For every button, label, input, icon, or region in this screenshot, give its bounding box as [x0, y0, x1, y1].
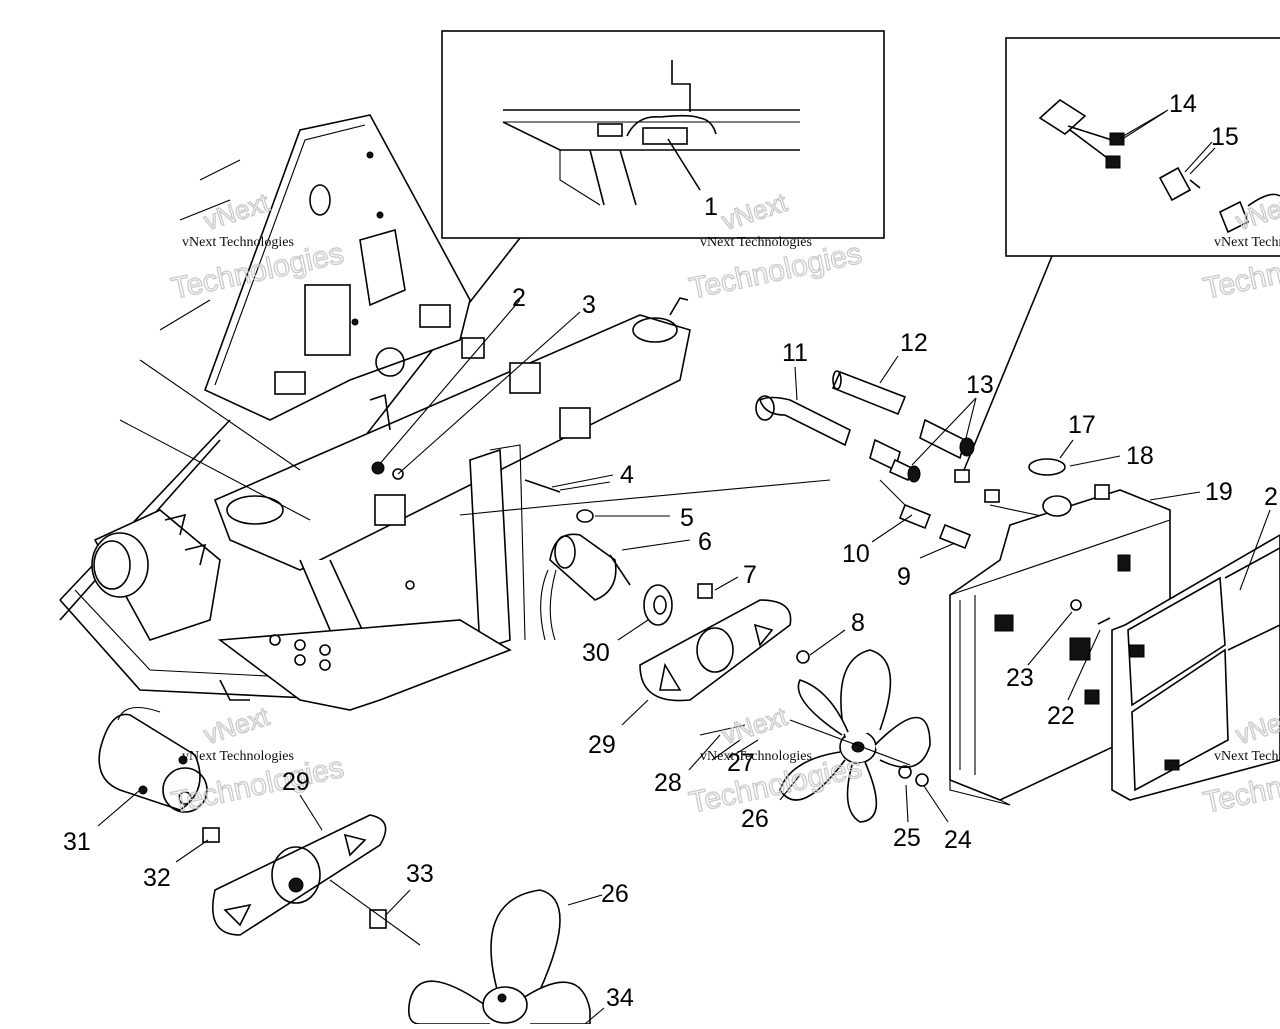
watermark-label-2: vNext Technologies: [700, 235, 812, 250]
watermark-vnext-2: vNext: [718, 187, 791, 236]
part-label-3: 3: [582, 291, 596, 319]
part-label-4: 4: [620, 461, 634, 489]
part-label-11: 11: [782, 339, 808, 367]
leader-lines: [97, 109, 1271, 1025]
part-label-2: 2: [512, 284, 526, 312]
part-label-19: 19: [1205, 478, 1233, 506]
watermark-label-5: vNext Technologies: [700, 749, 812, 764]
part-label-15: 15: [1211, 123, 1239, 151]
part-label-17: 17: [1068, 411, 1096, 439]
part-label-31: 31: [63, 828, 91, 856]
part-label-34: 34: [606, 984, 634, 1012]
part-label-6: 6: [698, 528, 712, 556]
part-label-29: 29: [588, 731, 616, 759]
part-label-5: 5: [680, 504, 694, 532]
watermark-label-3: vNext Technologies: [1214, 235, 1280, 250]
fan-blade-lower: [407, 889, 591, 1025]
part-label-1: 1: [704, 193, 718, 221]
fan-assembly: [524, 479, 931, 823]
part-label-10: 10: [842, 540, 870, 568]
part-label-7: 7: [743, 561, 757, 589]
part-label-22: 22: [1047, 702, 1075, 730]
part-label-24: 24: [944, 826, 972, 854]
part-label-18: 18: [1126, 442, 1154, 470]
hose-assembly: [755, 370, 1061, 550]
part-label-13: 13: [966, 371, 994, 399]
part-label-27: 27: [727, 749, 755, 777]
watermark-vnext-3: vNext: [1232, 187, 1280, 236]
grille-screen: [1111, 534, 1280, 801]
watermark-label-1: vNext Technologies: [182, 235, 294, 250]
part-label-28: 28: [654, 769, 682, 797]
watermark-vnext-5: vNext: [718, 701, 791, 750]
part-label-8: 8: [851, 609, 865, 637]
part-label-33: 33: [406, 860, 434, 888]
inset-detail-2: [963, 37, 1280, 471]
watermark-vnext-1: vNext: [200, 187, 273, 236]
part-label-30: 30: [582, 639, 610, 667]
part-label-2-partial: 2: [1264, 483, 1278, 511]
watermark-label-4: vNext Technologies: [182, 749, 294, 764]
watermark-vnext-4: vNext: [200, 701, 273, 750]
part-label-12: 12: [900, 329, 928, 357]
part-label-9: 9: [897, 563, 911, 591]
part-label-25: 25: [893, 824, 921, 852]
part-label-23: 23: [1006, 664, 1034, 692]
part-label-26: 26: [741, 805, 769, 833]
part-label-32: 32: [143, 864, 171, 892]
part-label-14: 14: [1169, 90, 1197, 118]
lower-motor-assembly: [98, 706, 591, 1025]
chassis-frame: [59, 114, 831, 711]
watermark-label-6: vNext Technologies: [1214, 749, 1280, 764]
part-label-26-lower: 26: [601, 880, 629, 908]
part-label-29-lower: 29: [282, 768, 310, 796]
fan-blade-right: [779, 649, 931, 823]
part-labels: 1 2 3 4 5 6 7 8 9 10 11 12 13 14 15 17 1…: [63, 90, 1278, 1012]
